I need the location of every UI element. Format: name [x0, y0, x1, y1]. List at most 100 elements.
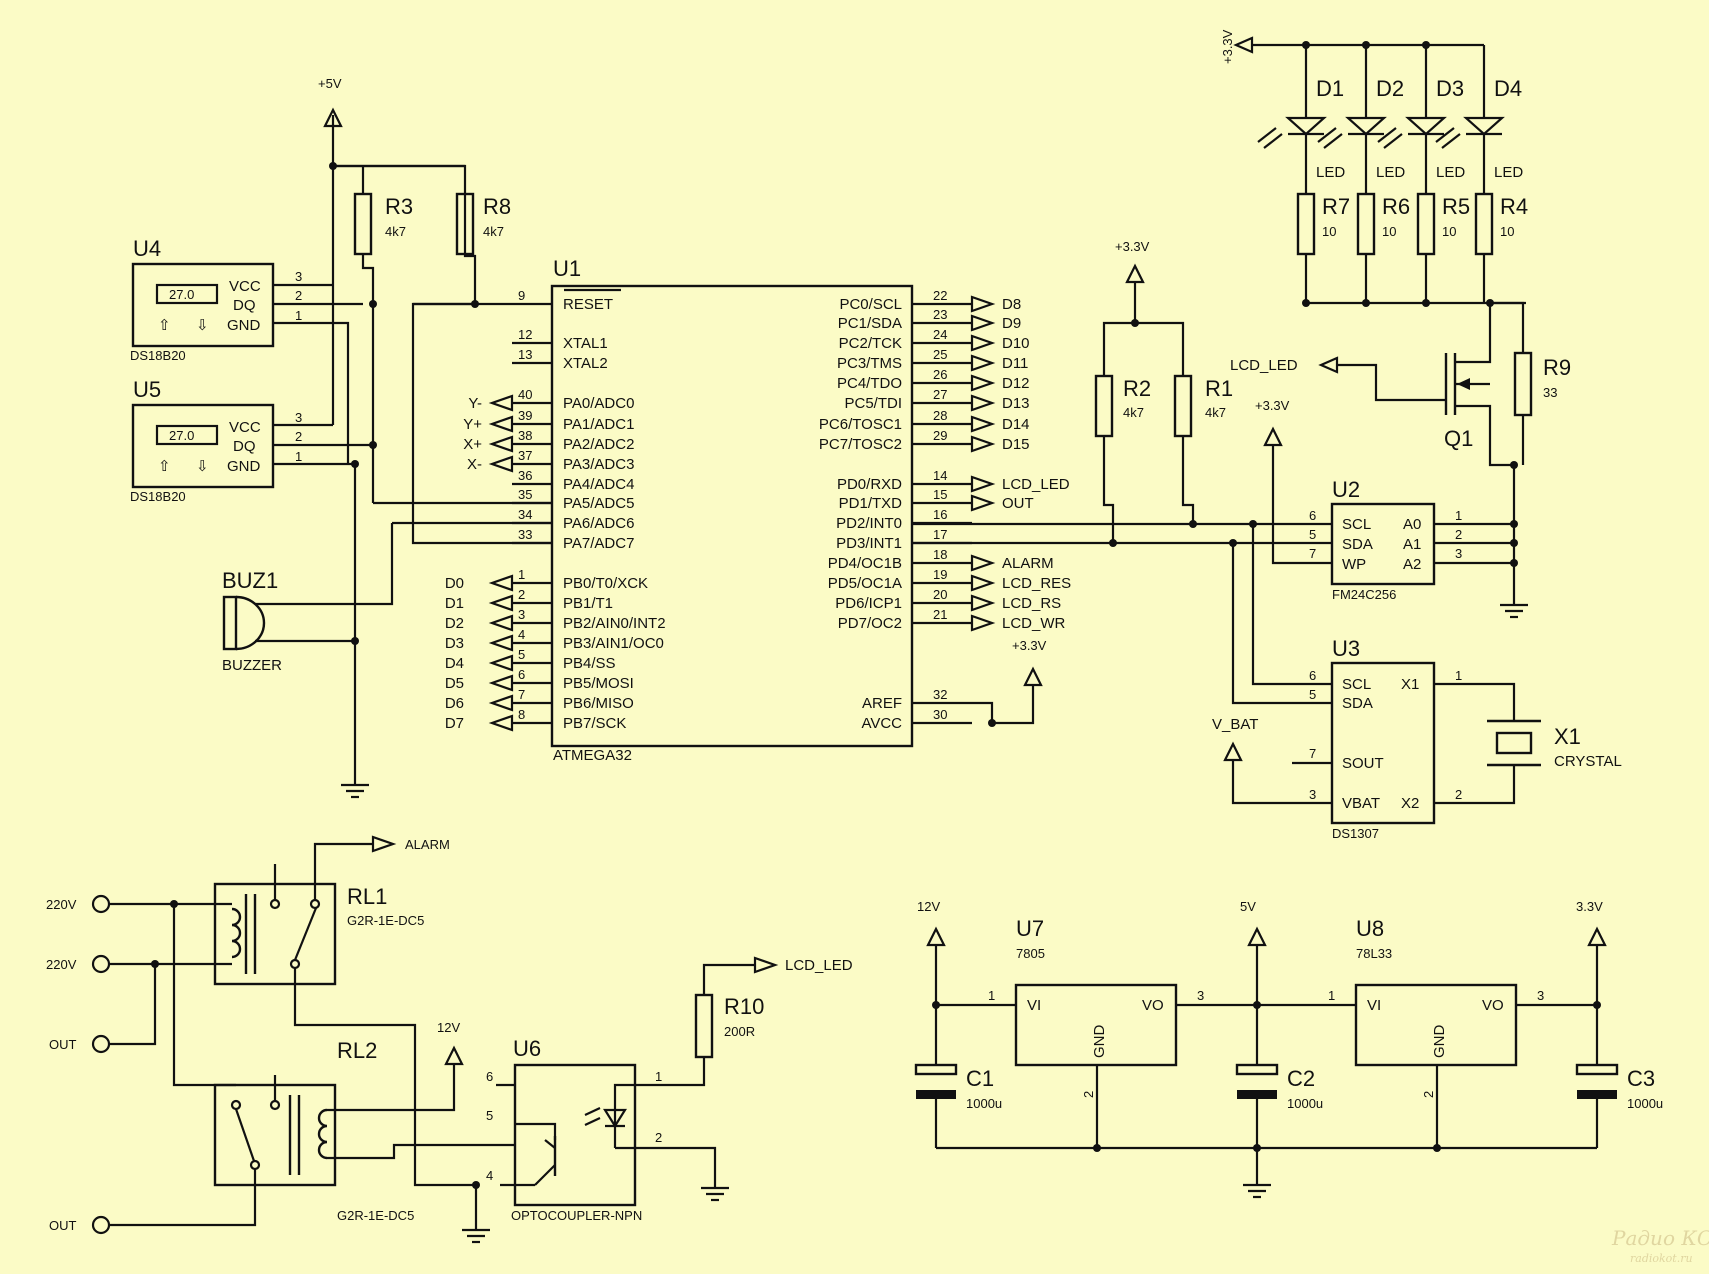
terminal-out-1[interactable]	[91, 1034, 111, 1054]
svg-text:220V: 220V	[46, 897, 77, 912]
r8-resistor: R8 4k7	[455, 192, 511, 256]
capacitor-ref: C2	[1287, 1066, 1315, 1091]
svg-text:R2: R2	[1123, 376, 1151, 401]
svg-text:7805: 7805	[1016, 946, 1045, 961]
svg-text:+3.3V: +3.3V	[1220, 29, 1235, 64]
capacitor-plate	[916, 1090, 956, 1099]
svg-text:X1: X1	[1401, 676, 1419, 693]
supply-arrow-icon	[926, 926, 946, 947]
resistor-ref: R7	[1322, 194, 1350, 219]
u1-pin-label: PA2/ADC2	[563, 436, 634, 453]
u1-pin-number: 14	[933, 468, 947, 483]
svg-text:3.3V: 3.3V	[1576, 899, 1603, 914]
watermark: Радио КОТ radiokot.ru	[1611, 1226, 1709, 1265]
svg-text:1: 1	[655, 1069, 662, 1084]
u1-pin-label: PD3/INT1	[836, 535, 902, 552]
u1-pin-label: PC5/TDI	[844, 395, 902, 412]
led-icon	[1285, 116, 1327, 136]
u1-pin-label: PA3/ADC3	[563, 456, 634, 473]
net-arrow-icon	[970, 554, 996, 572]
u1-pin-number: 39	[518, 408, 532, 423]
supply-arrow-icon	[1223, 741, 1243, 762]
u1-pin-number: 1	[518, 567, 525, 582]
terminal-220v-2[interactable]	[91, 954, 111, 974]
svg-text:1: 1	[988, 988, 995, 1003]
net-label: OUT	[1002, 495, 1034, 512]
svg-text:SDA: SDA	[1342, 536, 1373, 553]
svg-text:R8: R8	[483, 194, 511, 219]
u1-pin-number: 5	[518, 647, 525, 662]
u1-pin-number: 2	[518, 587, 525, 602]
terminal-220v-1[interactable]	[91, 894, 111, 914]
capacitor-ref: C3	[1627, 1066, 1655, 1091]
led-ref: D4	[1494, 76, 1522, 101]
u1-pin-label: PA6/ADC6	[563, 515, 634, 532]
supply-arrow-icon	[323, 107, 343, 128]
buzzer: BUZ1 BUZZER	[222, 568, 282, 674]
led-icon	[1345, 116, 1387, 136]
u1-pin-label: PD0/RXD	[837, 476, 902, 493]
svg-text:LCD_LED: LCD_LED	[1230, 357, 1298, 374]
u1-pin-number: 17	[933, 527, 947, 542]
u1-pin-number: 40	[518, 387, 532, 402]
svg-text:GND: GND	[227, 458, 261, 475]
svg-text:12V: 12V	[917, 899, 940, 914]
svg-text:+5V: +5V	[318, 76, 342, 91]
net-label: D15	[1002, 436, 1030, 453]
u1-right-pins: PC0/SCL22PC1/SDA23PC2/TCK24PC3/TMS25PC4/…	[819, 288, 1071, 732]
resistor-val: 10	[1382, 224, 1396, 239]
net-label: D9	[1002, 315, 1021, 332]
led-array: +3.3V D1LEDR710D2LEDR610D3LEDR510D4LEDR4…	[1220, 29, 1528, 307]
capacitor-plate	[1235, 1063, 1279, 1076]
led-icon	[1405, 116, 1447, 136]
net-arrow-icon	[970, 314, 996, 332]
svg-text:3: 3	[1197, 988, 1204, 1003]
svg-text:2: 2	[295, 429, 302, 444]
u1-pin-label: PB3/AIN1/OC0	[563, 635, 664, 652]
svg-text:200R: 200R	[724, 1024, 755, 1039]
u1-pin-number: 13	[518, 347, 532, 362]
net-label: Y-	[468, 395, 482, 412]
svg-text:1: 1	[295, 449, 302, 464]
down-arrow-icon: ⇩	[196, 317, 209, 334]
u5-ds18b20: 27.0 ⇧ ⇩ U5 DS18B20 VCC DQ GND 3 2 1	[130, 377, 373, 504]
terminal-out-2[interactable]	[91, 1215, 111, 1235]
u1-pin-number: 24	[933, 327, 947, 342]
net-label: X-	[467, 456, 482, 473]
net-arrow-icon	[970, 394, 996, 412]
u1-pin-number: 32	[933, 687, 947, 702]
led-resistor	[1356, 192, 1376, 256]
u1-pin-number: 21	[933, 607, 947, 622]
svg-text:DS18B20: DS18B20	[130, 489, 186, 504]
u1-pin-number: 33	[518, 527, 532, 542]
net-label: D13	[1002, 395, 1030, 412]
svg-text:5V: 5V	[1240, 899, 1256, 914]
net-label: D7	[445, 715, 464, 732]
u1-pin-label: PA0/ADC0	[563, 395, 634, 412]
u1-pin-number: 19	[933, 567, 947, 582]
net-arrow-icon	[488, 674, 514, 692]
svg-text:R9: R9	[1543, 355, 1571, 380]
u4-ds18b20: 27.0 ⇧ ⇩ U4 DS18B20 VCC DQ GND 3 2 1	[130, 236, 363, 464]
svg-text:GND: GND	[1091, 1025, 1108, 1059]
net-arrow-icon	[970, 574, 996, 592]
u1-pin-label: PC7/TOSC2	[819, 436, 902, 453]
svg-text:27.0: 27.0	[169, 428, 194, 443]
svg-text:R1: R1	[1205, 376, 1233, 401]
svg-text:X1: X1	[1554, 724, 1581, 749]
u1-pin-label: RESET	[563, 296, 613, 313]
svg-text:Q1: Q1	[1444, 426, 1473, 451]
net-arrow-icon	[488, 694, 514, 712]
led-type: LED	[1316, 164, 1345, 181]
r3-resistor: R3 4k7	[353, 166, 413, 302]
svg-text:SCL: SCL	[1342, 676, 1371, 693]
net-label: D14	[1002, 416, 1030, 433]
svg-text:VI: VI	[1027, 997, 1041, 1014]
net-label: X+	[463, 436, 482, 453]
u1-pin-label: PD2/INT0	[836, 515, 902, 532]
u1-pin-number: 35	[518, 487, 532, 502]
svg-text:U4: U4	[133, 236, 161, 261]
resistor-val: 10	[1442, 224, 1456, 239]
r10-resistor: LCD_LED R10 200R	[694, 956, 853, 1059]
svg-text:SOUT: SOUT	[1342, 755, 1384, 772]
